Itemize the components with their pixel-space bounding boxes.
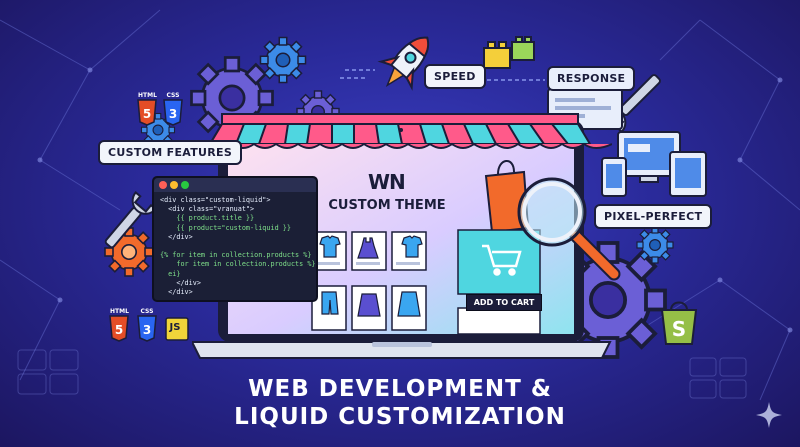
- code-line: {{ product.title }}: [160, 214, 255, 223]
- code-line: </div>: [160, 288, 193, 297]
- brand-logo: WN: [368, 170, 406, 194]
- html-css-badges-top: 5 3: [137, 99, 183, 126]
- editor-title-bar: [154, 178, 316, 192]
- shopify-icon: S: [660, 301, 698, 345]
- building-blocks-icon: [483, 36, 535, 69]
- magnifier-icon: [517, 177, 621, 281]
- svg-text:3: 3: [143, 323, 151, 337]
- maximize-dot-icon: [181, 181, 189, 189]
- code-line: for item in collection.products %}: [160, 260, 316, 269]
- code-line: {{ product="custom-liquid }}: [160, 223, 291, 232]
- svg-text:5: 5: [115, 323, 123, 337]
- responsive-devices-icon: [601, 131, 707, 197]
- headline-line-2: LIQUID CUSTOMIZATION: [234, 404, 566, 430]
- screen-theme-title: CUSTOM THEME: [328, 198, 446, 213]
- custom-features-label: CUSTOM FEATURES: [98, 140, 243, 165]
- code-line: </div>: [160, 232, 193, 241]
- code-editor-window: <div class="custom-liquid"> <div class="…: [152, 176, 318, 302]
- code-line: [160, 242, 310, 251]
- svg-text:3: 3: [169, 107, 177, 121]
- rocket-icon: [377, 36, 430, 91]
- code-line: <div class="custom-liquid">: [160, 196, 271, 204]
- pixel-perfect-label: PIXEL-PERFECT: [594, 204, 713, 229]
- wrench-icon-left: [104, 191, 158, 249]
- svg-text:5: 5: [143, 107, 151, 121]
- js-badge-label: JS: [169, 322, 181, 333]
- add-to-cart-button[interactable]: ADD TO CART: [466, 294, 542, 311]
- html-css-js-badges-bottom: 5 3: [109, 315, 189, 342]
- headline-line-1: WEB DEVELOPMENT &: [248, 376, 552, 402]
- html-badge-label-2: HTML: [110, 308, 129, 315]
- speed-label: SPEED: [424, 64, 486, 89]
- code-line: <div class="vranuat">: [160, 205, 255, 214]
- svg-text:S: S: [672, 317, 686, 341]
- code-line: ei}: [160, 269, 181, 278]
- sparkle-icon: [756, 402, 782, 428]
- code-content: <div class="custom-liquid"> <div class="…: [154, 192, 316, 301]
- css-badge-label: CSS: [166, 92, 180, 99]
- html-badge-label: HTML: [138, 92, 157, 99]
- css-badge-label-2: CSS: [140, 308, 154, 315]
- close-dot-icon: [159, 181, 167, 189]
- response-label: RESPONSE: [547, 66, 636, 91]
- minimize-dot-icon: [170, 181, 178, 189]
- code-line: {% for item in collection.products %}: [160, 251, 312, 260]
- code-line: </div>: [160, 278, 201, 287]
